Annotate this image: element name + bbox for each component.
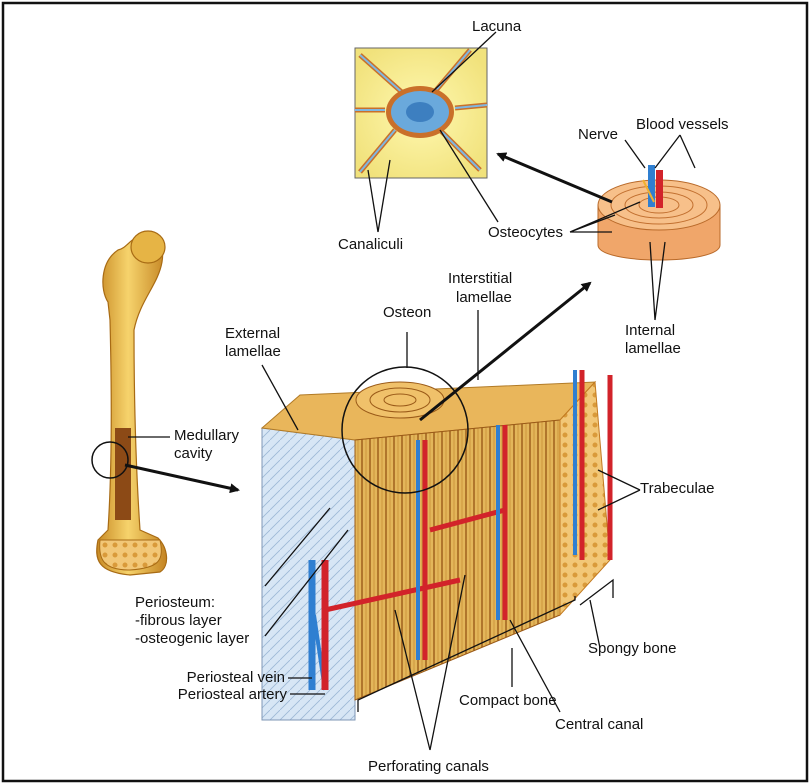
label-blood-vessels: Blood vessels (636, 116, 729, 133)
label-periosteal-vein: Periosteal vein (186, 669, 285, 686)
medullary-cavity-marker (91, 441, 129, 479)
label-compact-bone: Compact bone (459, 692, 557, 709)
label-trabeculae: Trabeculae (640, 480, 715, 497)
bone-block (260, 366, 613, 721)
label-lacuna: Lacuna (472, 18, 522, 35)
arrow-to-block (124, 463, 240, 494)
leader-lines (128, 31, 696, 751)
arrow-to-osteon (419, 281, 592, 422)
label-periosteum-1: Periosteum: (135, 594, 216, 611)
label-spongy-bone: Spongy bone (588, 640, 677, 657)
label-external-lamellae-1: External (225, 325, 281, 342)
osteon-cylinder (597, 165, 721, 261)
label-nerve: Nerve (578, 126, 619, 143)
label-external-lamellae-2: lamellae (225, 343, 281, 360)
label-interstitial-lamellae-1: Interstitial (448, 270, 513, 287)
label-periosteum-2: -fibrous layer (135, 612, 222, 629)
label-osteon: Osteon (383, 304, 432, 321)
label-osteocytes: Osteocytes (488, 224, 564, 241)
arrow-to-lacuna (496, 152, 613, 204)
label-canaliculi: Canaliculi (338, 236, 404, 253)
osteon-circle (341, 366, 469, 494)
label-medullary-cavity-1: Medullary (174, 427, 240, 444)
label-perforating-canals: Perforating canals (368, 758, 489, 775)
label-internal-lamellae-2: lamellae (625, 340, 681, 357)
label-medullary-cavity-2: cavity (174, 445, 213, 462)
lacuna-inset (354, 47, 488, 179)
label-central-canal: Central canal (555, 716, 644, 733)
femur-illustration (91, 230, 168, 576)
label-periosteal-artery: Periosteal artery (177, 686, 287, 703)
label-periosteum-3: -osteogenic layer (135, 630, 250, 647)
label-internal-lamellae-1: Internal (625, 322, 676, 339)
label-interstitial-lamellae-2: lamellae (456, 289, 512, 306)
